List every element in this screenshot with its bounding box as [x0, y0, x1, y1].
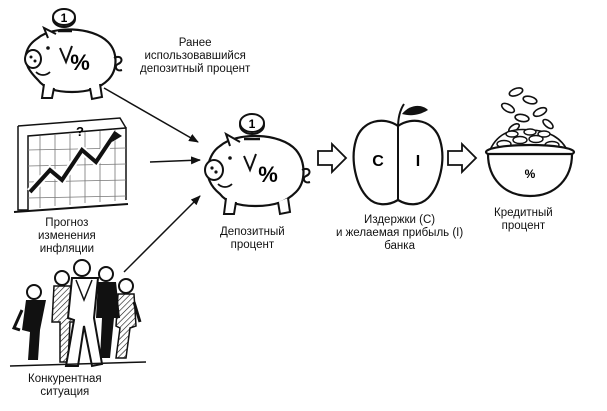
- piggy-bank-icon-deposit: 1 %: [204, 113, 311, 216]
- apple-left-letter: C: [372, 153, 384, 170]
- block-arrow-costs-to-credit: [447, 141, 478, 175]
- label-credit-rate: Кредитный процент: [494, 207, 553, 232]
- apple-icon: C I: [352, 103, 444, 206]
- apple-right-letter: I: [416, 153, 420, 170]
- arrow-previous-to-deposit: [103, 87, 199, 143]
- arrow-inflation-to-deposit: [149, 156, 201, 165]
- question-mark: ?: [76, 124, 84, 139]
- percent-mark-credit: %: [525, 167, 536, 181]
- percent-mark-deposit: %: [258, 162, 278, 187]
- arrow-competition-to-deposit: [123, 195, 201, 273]
- label-deposit-rate: Депозитный процент: [220, 226, 285, 251]
- piggy-bank-icon-previous: 1 %: [24, 8, 123, 101]
- competition-people-icon: [9, 259, 147, 368]
- inflation-chart-icon: ?: [13, 117, 129, 213]
- coin-pot-icon: %: [484, 87, 576, 198]
- label-competition: Конкурентная ситуация: [28, 373, 102, 398]
- label-costs-profit: Издержки (C) и желаемая прибыль (I) банк…: [336, 214, 464, 252]
- coin-number-previous: 1: [61, 11, 68, 25]
- label-inflation-forecast: Прогноз изменения инфляции: [38, 217, 96, 255]
- coin-number-deposit: 1: [249, 117, 256, 131]
- percent-mark-previous: %: [70, 50, 90, 75]
- label-previous-deposit: Ранее использовавшийся депозитный процен…: [140, 37, 251, 75]
- block-arrow-deposit-to-costs: [317, 141, 348, 175]
